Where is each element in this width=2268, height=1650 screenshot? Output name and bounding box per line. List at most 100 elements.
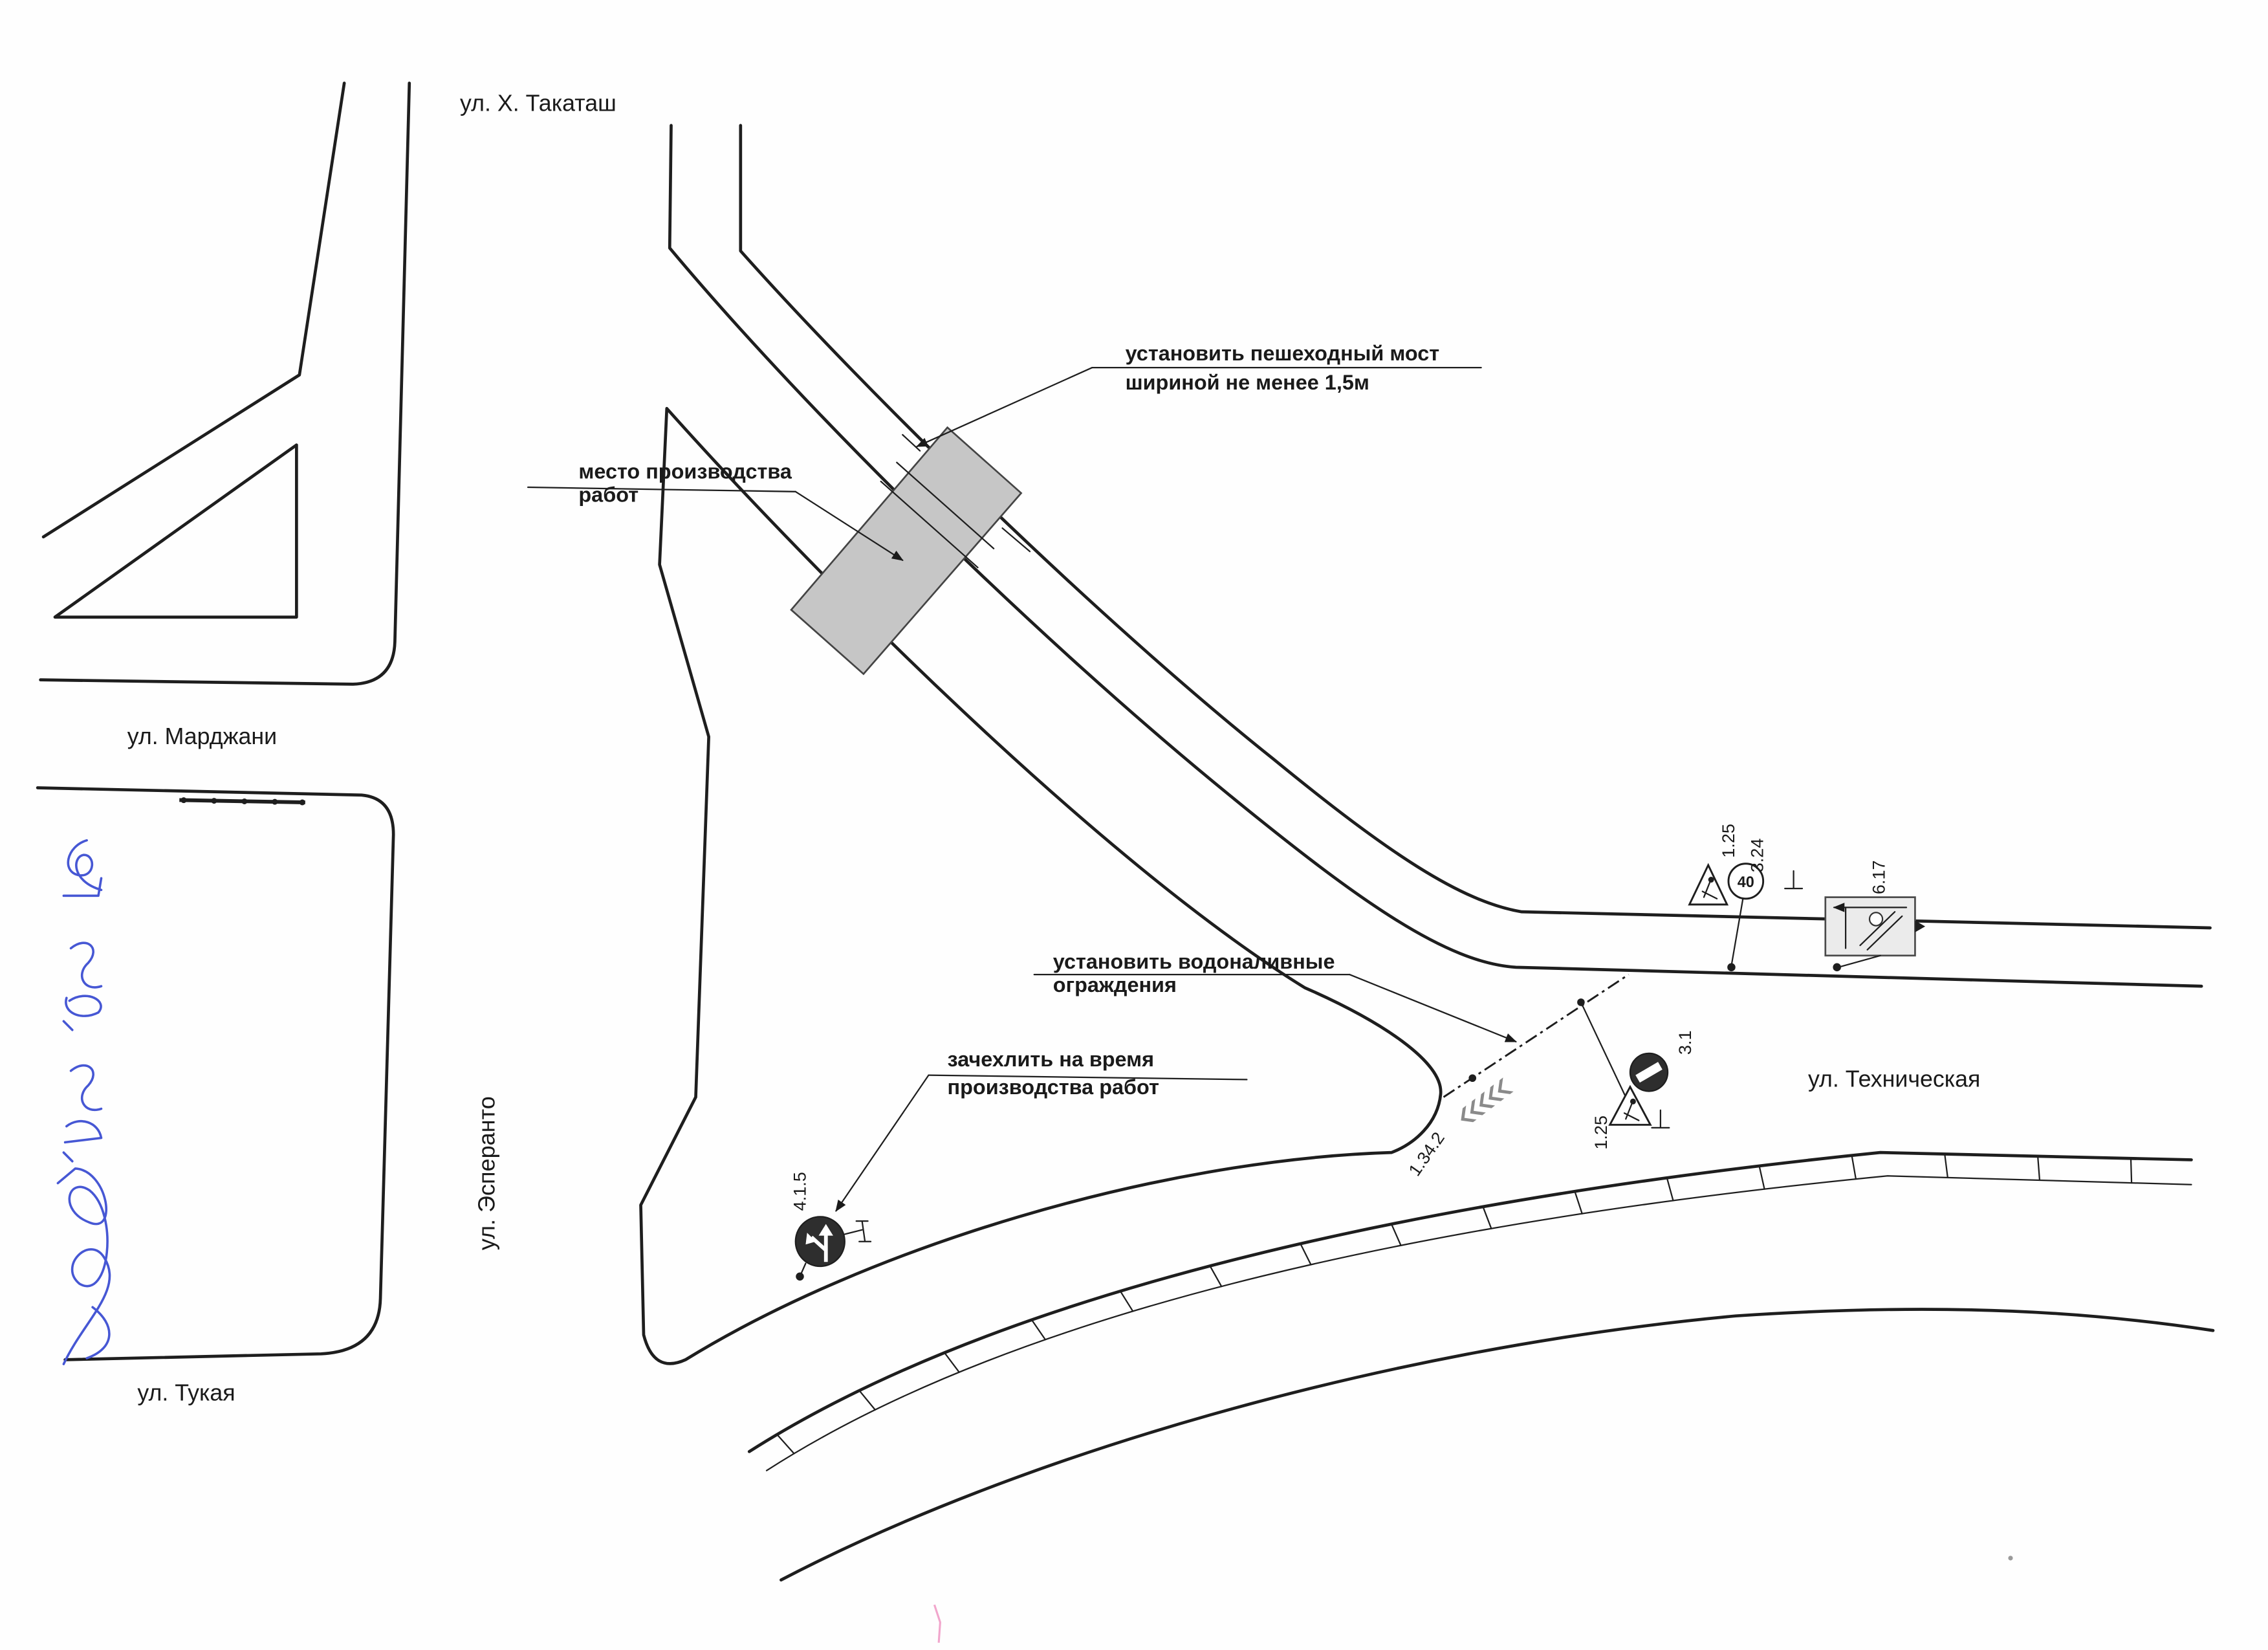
annotation-shelf bbox=[527, 486, 796, 492]
curb-tick bbox=[1209, 1265, 1223, 1288]
annotation-leader bbox=[1349, 973, 1517, 1042]
worker-body-icon bbox=[1701, 881, 1718, 899]
annotation-bridge-line2: шириной не менее 1,5м bbox=[1126, 371, 1369, 394]
board-edge-icon bbox=[1915, 920, 1926, 932]
direction-sign-icon bbox=[794, 1216, 845, 1268]
arrow-straight-head-icon bbox=[818, 1224, 833, 1236]
handwriting-stroke bbox=[62, 877, 103, 897]
worker-head-icon bbox=[1708, 877, 1714, 883]
street-label-tukaya: ул. Тукая bbox=[137, 1379, 235, 1405]
annotation-cover-line2: производства работ bbox=[948, 1075, 1159, 1099]
no-entry-bar-icon bbox=[1635, 1062, 1663, 1083]
curb-tick bbox=[1851, 1154, 1857, 1180]
chevron-shape bbox=[1488, 1084, 1505, 1101]
handwriting-stroke bbox=[85, 1306, 111, 1359]
curb-tick bbox=[2036, 1155, 2041, 1182]
annotation-barriers: установить водоналивные ограждения bbox=[1033, 950, 1517, 1042]
bus-stop-dot bbox=[241, 798, 248, 804]
sign-code-road-works-west: 1.25 bbox=[1591, 1116, 1611, 1150]
annotation-shelf bbox=[928, 1074, 1248, 1081]
street-label-esperanto: ул. Эсперанто bbox=[474, 1096, 500, 1250]
scan-dot bbox=[2008, 1556, 2013, 1561]
sign-post-icon bbox=[1784, 870, 1804, 890]
curb-tick bbox=[1119, 1290, 1134, 1312]
road-works-triangle-icon bbox=[1608, 1084, 1652, 1126]
curb-tick bbox=[1944, 1153, 1948, 1179]
sign-position-dot bbox=[796, 1272, 804, 1281]
curb-tick bbox=[1758, 1165, 1765, 1190]
chevron-shape bbox=[1498, 1077, 1514, 1094]
takatash-upper-edge bbox=[739, 124, 2212, 930]
sign-position-dot bbox=[1727, 963, 1736, 972]
road-network bbox=[36, 82, 2215, 1582]
annotation-barriers-line2: ограждения bbox=[1053, 973, 1177, 996]
annotation-barriers-line1: установить водоналивные bbox=[1053, 950, 1335, 973]
annotation-work-site-line2: работ bbox=[578, 483, 638, 506]
handwriting-stroke bbox=[62, 1151, 74, 1163]
scan-mark bbox=[933, 1604, 941, 1643]
sign-connector-line bbox=[844, 1229, 863, 1235]
sign-code-speed-limit: 3.24 bbox=[1748, 839, 1767, 873]
sign-code-direction: 4.1.5 bbox=[791, 1172, 810, 1211]
sign-post-icon bbox=[1651, 1109, 1670, 1128]
curb-tick bbox=[2130, 1158, 2133, 1184]
sign-position-dot bbox=[1833, 963, 1841, 972]
annotation-cover-line1: зачехлить на время bbox=[948, 1048, 1154, 1071]
sign-pole-line bbox=[1730, 897, 1744, 967]
handwriting-stroke bbox=[56, 1167, 111, 1365]
detour-marker-icon bbox=[1868, 912, 1884, 927]
pedestrian-bridge-rail bbox=[902, 434, 921, 452]
bus-stop-dot bbox=[211, 798, 217, 804]
chevron-board-icon bbox=[1461, 1077, 1514, 1123]
chevron-shape bbox=[1461, 1105, 1477, 1123]
curb-tick bbox=[943, 1352, 960, 1373]
annotation-cover-sign: зачехлить на время производства работ bbox=[835, 1048, 1248, 1212]
handwriting-stroke bbox=[69, 941, 103, 989]
barrier-anchor-dot bbox=[1468, 1074, 1477, 1083]
handwritten-signature bbox=[56, 839, 111, 1365]
chevron-board-sign: 1.34.2 bbox=[1405, 1077, 1514, 1180]
curb-tick bbox=[776, 1433, 795, 1455]
handwriting-stroke bbox=[69, 1064, 103, 1111]
curb-ticks bbox=[776, 1153, 2133, 1455]
worker-body-icon bbox=[1623, 1103, 1640, 1121]
work-site bbox=[790, 426, 1031, 676]
curb-lower-line bbox=[765, 1175, 2192, 1471]
block-sw-edge bbox=[36, 786, 395, 1361]
esperanto-west-edge-north bbox=[39, 82, 411, 686]
annotation-leader bbox=[794, 490, 904, 561]
arrow-left-icon bbox=[810, 1235, 827, 1252]
sign-post-icon bbox=[855, 1220, 872, 1242]
speed-limit-value: 40 bbox=[1738, 874, 1754, 890]
chevron-shape bbox=[1479, 1091, 1496, 1108]
block-nw-triangle-island bbox=[53, 443, 298, 619]
curb-tick bbox=[1666, 1177, 1674, 1202]
annotation-leader bbox=[835, 1074, 930, 1212]
handwriting-stroke bbox=[65, 995, 102, 1017]
chevron-shape bbox=[1470, 1098, 1486, 1116]
pedestrian-bridge-edge bbox=[896, 461, 995, 549]
street-label-tekhnicheskaya: ул. Техническая bbox=[1808, 1066, 1980, 1092]
bus-stop-dot bbox=[272, 798, 278, 805]
street-label-mardzhani: ул. Марджани bbox=[127, 723, 277, 749]
annotation-work-site-line1: место производства bbox=[578, 459, 792, 483]
bus-stop-dot bbox=[299, 799, 305, 806]
sign-pointer-line bbox=[1580, 1001, 1627, 1098]
worker-head-icon bbox=[1630, 1098, 1636, 1105]
water-barriers bbox=[1443, 973, 1630, 1098]
sign-code-detour: 6.17 bbox=[1870, 860, 1889, 894]
handwriting-stroke bbox=[63, 1120, 103, 1144]
curb-tick bbox=[1482, 1205, 1492, 1229]
sign-group-east: 40 1.25 3.24 bbox=[1688, 824, 1804, 972]
sign-pole-line bbox=[1837, 954, 1881, 968]
curb-tick bbox=[1574, 1191, 1583, 1215]
block-nw-outer-edge bbox=[41, 82, 346, 539]
central-island bbox=[639, 406, 1443, 1365]
annotation-bridge-line1: установить пешеходный мост bbox=[1126, 342, 1440, 365]
pedestrian-bridge-rail bbox=[1001, 527, 1031, 553]
street-label-takatash: ул. Х. Такаташ bbox=[460, 89, 616, 116]
detour-road-line bbox=[1859, 911, 1903, 951]
curb-tick bbox=[1300, 1242, 1312, 1266]
south-road-edge bbox=[780, 1308, 2215, 1582]
